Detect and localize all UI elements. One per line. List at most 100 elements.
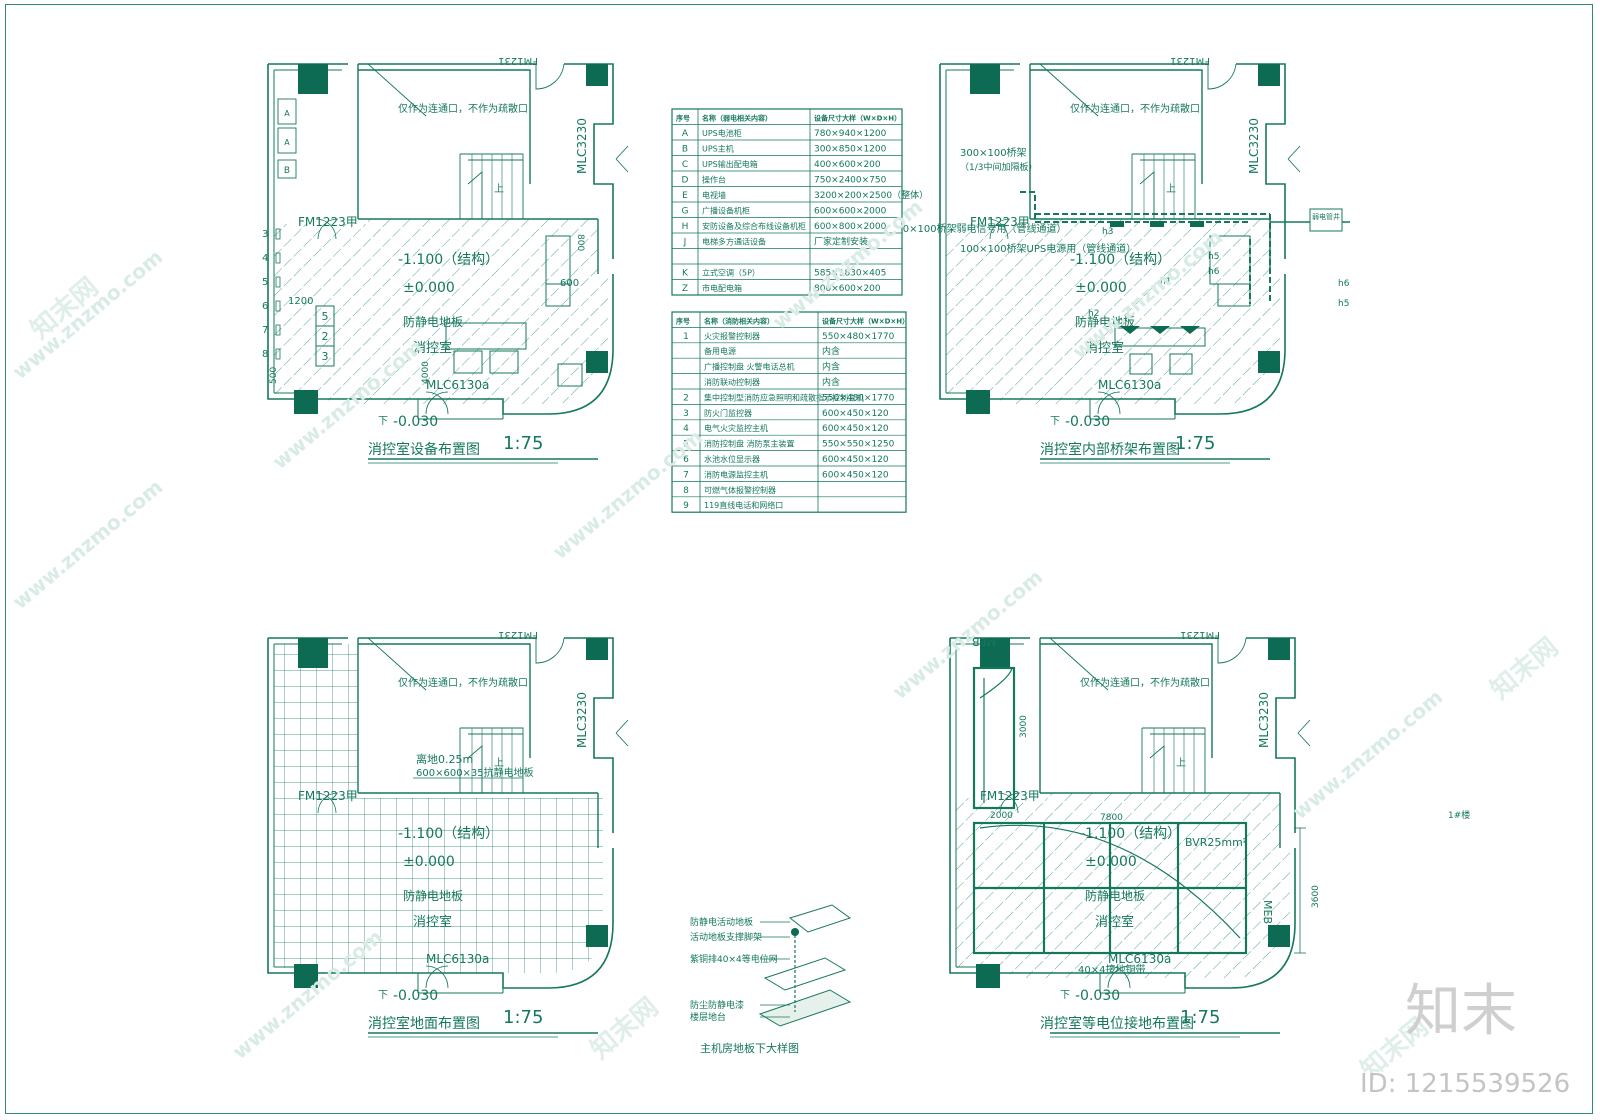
table-cell: UPS输出配电箱	[702, 159, 758, 169]
strip-label: 40×4接地铜带	[1078, 963, 1145, 976]
table-cell: 600×450×120	[822, 424, 889, 434]
ground-wire	[979, 667, 1013, 803]
level-structure: -1.100（结构）	[398, 252, 499, 268]
level-structure: -1.100（结构）	[1070, 252, 1171, 268]
equip-number: 7	[262, 325, 268, 336]
cabinet	[315, 345, 335, 367]
raised-panel	[788, 904, 852, 933]
tray1-label: 300×100桥架	[960, 147, 1027, 159]
dim-1200: 1200	[288, 296, 313, 307]
table-cell: 集中控制型消防应急照明和疏散指示控制主机	[704, 392, 864, 402]
table-cell: K	[682, 269, 689, 279]
tray-node	[1190, 221, 1204, 227]
detail-title: 主机房地板下大样图	[700, 1041, 799, 1055]
chair	[1169, 353, 1193, 375]
meb-right: MEB	[1261, 900, 1274, 924]
table-cell: 内含	[822, 376, 840, 388]
table-cell: 600×450×120	[822, 470, 889, 480]
dim-3600: 3600	[1311, 885, 1321, 908]
equip-b	[277, 159, 297, 179]
height-tag: h6	[1208, 267, 1220, 277]
level-door: -0.030	[1065, 414, 1110, 430]
door-fm1231: FM1231	[498, 55, 538, 66]
table-cell: G	[682, 207, 689, 217]
door-fm1231: FM1231	[1170, 55, 1210, 66]
floor-grid	[274, 798, 603, 973]
table-cell: 7	[683, 470, 689, 480]
plan-title: 消控室等电位接地布置图	[1040, 1015, 1194, 1032]
support-head	[791, 928, 799, 936]
tray-drop	[1150, 326, 1170, 334]
table-cell: 电气火灾监控主机	[704, 423, 768, 433]
plan-scale: 1:75	[1180, 1007, 1220, 1028]
door-fm1223: FM1223甲	[298, 215, 358, 229]
rack-cabinet	[1217, 283, 1251, 307]
height-tag: h2	[1088, 309, 1099, 319]
table-cell: 780×940×1200	[814, 129, 887, 139]
table-border	[671, 311, 907, 513]
tray-drop	[1180, 326, 1200, 334]
room-name: 消控室	[1095, 914, 1134, 930]
table-cell: UPS主机	[702, 144, 734, 154]
equip-a-label: A	[284, 109, 290, 118]
height-tag: h1	[1160, 277, 1171, 287]
note-connection: 仅作为连通口，不作为疏散口	[1080, 676, 1210, 689]
plan-title: 消控室地面布置图	[368, 1015, 480, 1032]
table-cell: 1	[683, 332, 689, 342]
level-door: -0.030	[393, 988, 438, 1004]
antistatic-floor-label: 防静电地板	[403, 314, 463, 329]
cabinet-number: 5	[322, 310, 329, 323]
table-cell: 消防电源监控主机	[704, 469, 768, 479]
table-header: 设备尺寸大样（W×D×H）	[814, 114, 901, 123]
plan-plan1: 仅作为连通口，不作为疏散口FM1231MLC3230上-1.100（结构）±0.…	[262, 55, 629, 464]
plan-plan4: 仅作为连通口，不作为疏散口FM1231MLC3230上-1.100（结构）±0.…	[949, 629, 1321, 1038]
table-cell: 消防控制盘 消防泵主装置	[704, 439, 795, 449]
table-cell: 400×600×200	[814, 160, 881, 170]
table-cell: 6	[683, 455, 689, 465]
table-cell: 9	[683, 501, 689, 511]
antistatic-floor-label: 防静电地板	[1085, 888, 1145, 903]
window-mlc3230: MLC3230	[1257, 692, 1271, 748]
watermark-logo: 知末	[1405, 979, 1517, 1044]
height-tag: h3	[1102, 227, 1113, 237]
table-cell: 4	[683, 424, 689, 434]
level-door: -0.030	[393, 414, 438, 430]
watermark-site: www.znzmo.com	[8, 245, 167, 384]
table-header: 序号	[675, 316, 690, 325]
room-name: 消控室	[1085, 340, 1124, 356]
table-cell: 550×550×1250	[822, 440, 895, 450]
table-cell: J	[683, 238, 687, 248]
room-name: 消控室	[413, 914, 452, 930]
door-fm1231: FM1231	[1180, 629, 1220, 640]
tray1b-label: （1/3中间加隔板）	[960, 161, 1038, 173]
table-cell: D	[682, 176, 689, 186]
room-name: 消控室	[413, 340, 452, 356]
cabinet-number: 2	[322, 330, 329, 343]
equip-number: 6	[262, 301, 268, 312]
height-tag: h5	[1208, 252, 1219, 262]
detail-label: 楼层地台	[690, 1011, 726, 1023]
stair-up: 上	[1176, 757, 1186, 769]
equip-b-label: B	[284, 166, 290, 176]
table-cell: 3	[683, 409, 689, 419]
watermark-site: www.znzmo.com	[1288, 685, 1447, 824]
cabinet-number: 3	[322, 350, 329, 363]
grounding-vertical	[972, 666, 1016, 810]
equip-number: 4	[262, 253, 268, 264]
window-mlc6130: MLC6130a	[1098, 378, 1161, 392]
dim-7800: 7800	[1100, 813, 1123, 823]
table-cell: 备用电源	[704, 346, 736, 356]
floor-spec: 600×600×35抗静电地板	[416, 766, 534, 779]
level-structure: -1.100（结构）	[398, 826, 499, 842]
table-cell: Z	[682, 284, 688, 294]
table-cell: 550×480×1770	[822, 393, 895, 403]
level-zero: ±0.000	[1075, 280, 1127, 296]
table-cell: 5	[683, 440, 689, 450]
drawing-sheet	[5, 4, 1593, 1114]
dim-800: 800	[575, 234, 585, 251]
table-cell: H	[682, 222, 689, 232]
door-fm1231: FM1231	[498, 629, 538, 640]
door-fm1223: FM1223甲	[980, 789, 1040, 803]
detail-label: 防尘防静电漆	[690, 999, 744, 1011]
